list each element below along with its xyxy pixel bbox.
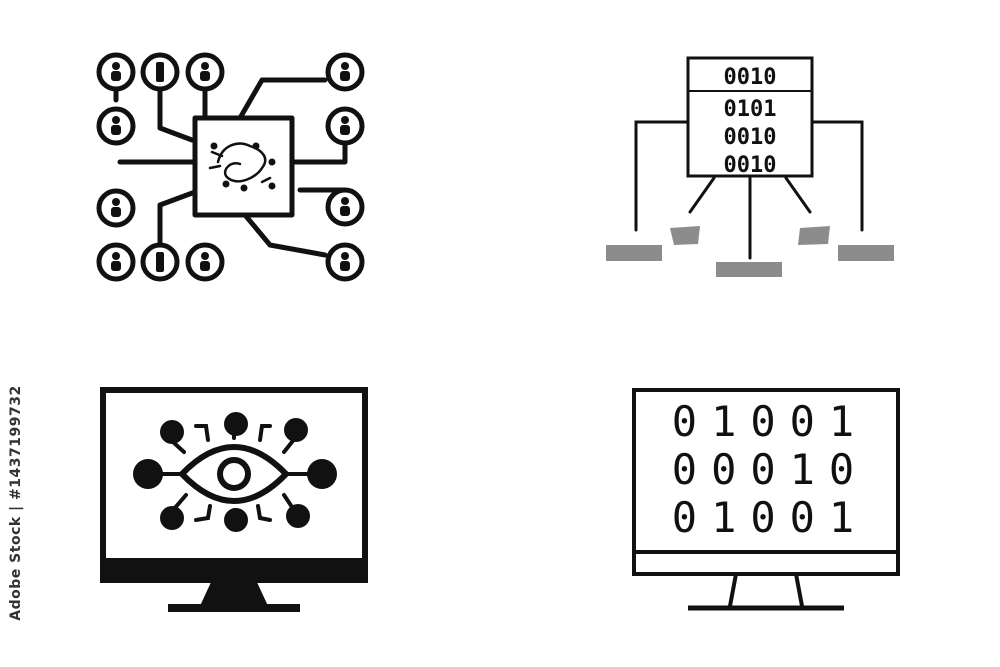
monitor-frame (632, 388, 900, 576)
hierarchy-right-line (810, 120, 864, 232)
person-node-icon (96, 242, 136, 282)
chip-body (192, 115, 295, 218)
eye-circuit-nodes (133, 412, 337, 532)
eye-pupil-icon (217, 457, 251, 491)
person-node-icon (325, 242, 365, 282)
person-node-icon (325, 187, 365, 227)
monitor-binary-icon: 01001 00010 01001 (632, 388, 900, 611)
binary-panel (686, 56, 814, 178)
person-node-icon (96, 106, 136, 146)
binary-panel-digits: 0010 0101 0010 0010 (724, 65, 777, 178)
brain-scribble-icon (208, 142, 272, 184)
stock-id-text: Adobe Stock | #1437199732 (8, 385, 24, 621)
hierarchy-left-line (634, 120, 690, 232)
binary-screen-digits: 01001 00010 01001 (672, 397, 868, 542)
person-node-icon (140, 242, 180, 282)
ai-chip-network-icon (96, 52, 365, 282)
monitor-stand (728, 573, 804, 607)
binary-row: 0010 (724, 125, 777, 150)
person-nodes (96, 52, 365, 282)
monitor-bezel (103, 558, 365, 580)
binary-row: 0010 (724, 153, 777, 178)
person-node-icon (325, 106, 365, 146)
chip-dots (210, 142, 276, 192)
person-node-icon (185, 242, 225, 282)
monitor-eye-icon (100, 387, 368, 612)
person-node-icon (96, 188, 136, 228)
binary-row: 01001 (672, 397, 868, 446)
binary-row: 01001 (672, 493, 868, 542)
binary-row: 0010 (724, 65, 777, 90)
person-node-icon (185, 52, 225, 92)
binary-row: 0101 (724, 97, 777, 122)
monitor-stand (200, 580, 268, 606)
stock-watermark: Adobe Stock | #1437199732 (2, 385, 30, 620)
person-node-icon (140, 52, 180, 92)
binary-data-hierarchy-icon: 0010 0101 0010 0010 (606, 56, 894, 277)
person-node-icon (325, 52, 365, 92)
monitor-base (168, 604, 300, 612)
hierarchy-blocks (606, 226, 894, 277)
person-node-icon (96, 52, 136, 92)
binary-row: 00010 (672, 445, 868, 494)
